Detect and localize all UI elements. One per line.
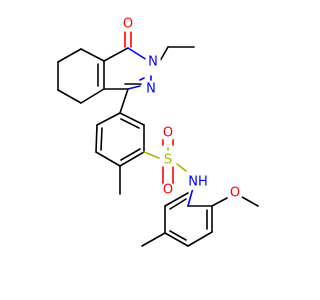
bond <box>176 163 187 172</box>
atom-labels: O N N S O O NH O <box>120 16 243 201</box>
bond <box>241 196 259 207</box>
atom-label: O <box>230 186 240 201</box>
bond <box>143 151 160 159</box>
atom-label: O <box>163 183 173 198</box>
bond <box>164 232 189 247</box>
bond <box>127 85 141 90</box>
bond <box>169 198 187 210</box>
atom-label: N <box>148 55 158 70</box>
sulfonyl-sulfur-atom: S <box>160 152 176 168</box>
bond <box>119 151 145 167</box>
bond <box>141 232 166 247</box>
sulfonyl-oxygen-top-atom: O <box>160 125 176 141</box>
atom-label: S <box>164 153 172 168</box>
bond <box>120 118 140 129</box>
bond <box>119 88 129 114</box>
bond <box>95 151 121 167</box>
atom-label: NH <box>188 175 208 190</box>
bond <box>57 48 82 63</box>
atom-label: O <box>123 17 133 32</box>
molecule-structure: O N N S O O NH O <box>57 16 259 247</box>
bond <box>139 77 145 81</box>
bonds <box>57 31 259 247</box>
bond <box>187 231 213 247</box>
amide-nh-atom: NH <box>185 173 211 190</box>
bond <box>120 148 141 161</box>
bond <box>127 47 148 61</box>
ring-n-imine-atom: N <box>143 81 159 97</box>
bond <box>187 187 194 207</box>
bond <box>57 89 82 104</box>
bond <box>95 124 98 153</box>
bond <box>119 112 145 126</box>
bond <box>80 48 105 62</box>
bond <box>164 192 189 207</box>
bond <box>211 197 228 207</box>
bond <box>80 88 105 104</box>
bond <box>103 47 129 62</box>
bond <box>169 230 187 241</box>
ring-n-ethyl-atom: N <box>145 54 161 70</box>
methoxy-oxygen-atom: O <box>227 185 243 201</box>
carbonyl-oxygen-atom: O <box>120 16 136 32</box>
bond <box>96 112 121 126</box>
atom-label: O <box>163 126 173 141</box>
bond <box>100 127 103 151</box>
sulfonyl-oxygen-bottom-atom: O <box>160 182 176 198</box>
bond <box>159 46 169 62</box>
atom-label: N <box>146 82 156 97</box>
